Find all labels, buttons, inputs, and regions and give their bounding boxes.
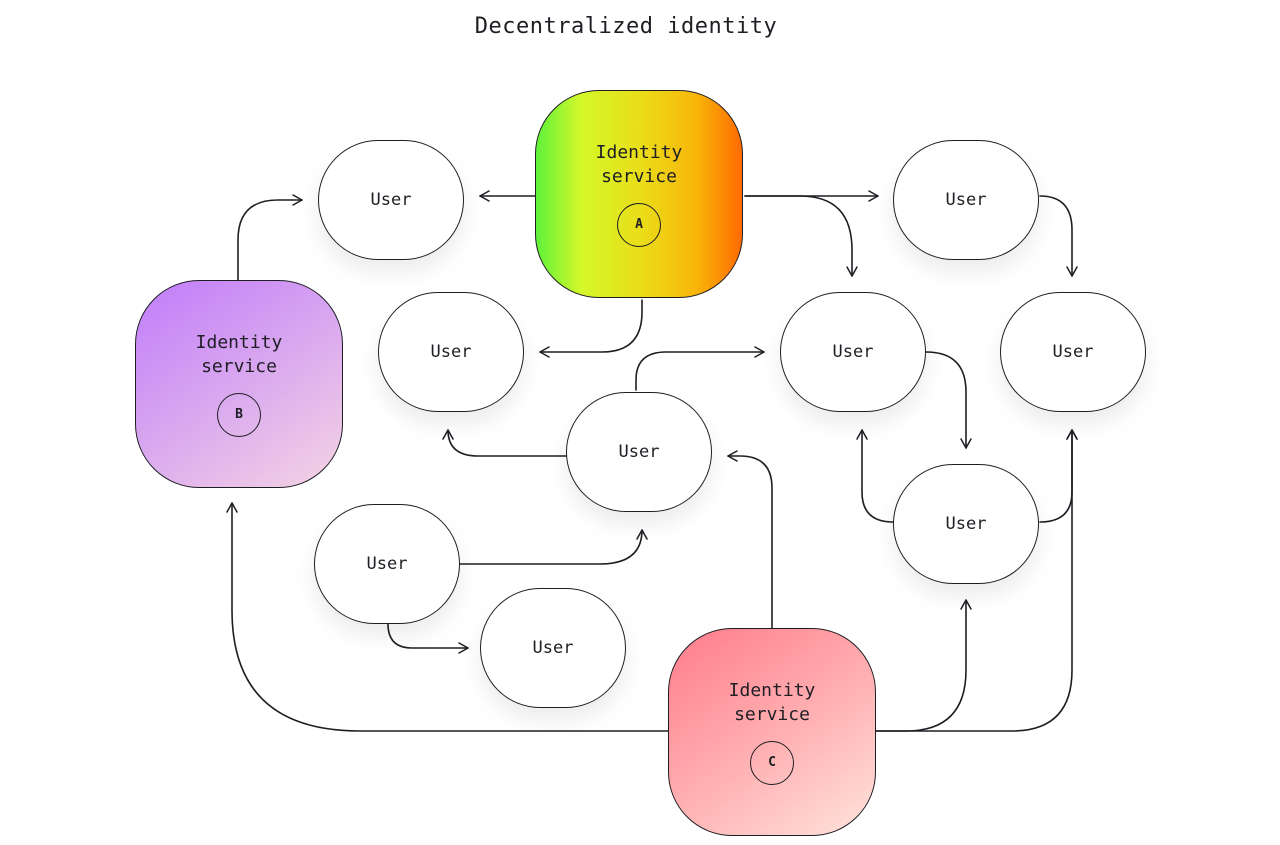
user-node: User [893, 140, 1039, 260]
diagram-title: Decentralized identity [474, 14, 778, 39]
user-node: User [780, 292, 926, 412]
user-node: User [893, 464, 1039, 584]
link-a-user5 [744, 195, 858, 277]
user-node: User [1000, 292, 1146, 412]
link-user8-user9 [387, 623, 469, 654]
link-a-user2 [539, 299, 643, 358]
link-user7-user6 [1039, 429, 1078, 523]
service-label: Identity service [595, 142, 683, 187]
link-user4-user5 [635, 346, 765, 391]
link-c-user4 [727, 450, 773, 629]
user-node: User [480, 588, 626, 708]
service-badge: B [217, 393, 261, 437]
link-user8-user4 [459, 529, 648, 565]
link-user7-user5 [856, 429, 894, 523]
identity-service-a: Identity service A [535, 90, 743, 298]
user-node: User [314, 504, 460, 624]
service-label: Identity service [728, 680, 816, 725]
identity-service-c: Identity service C [668, 628, 876, 836]
link-c-user7 [875, 599, 972, 732]
link-user3-user6 [1039, 195, 1078, 277]
identity-service-b: Identity service B [135, 280, 343, 488]
link-b-user1 [237, 194, 303, 281]
link-user5-user7 [925, 351, 972, 449]
service-badge: C [750, 741, 794, 785]
user-node: User [378, 292, 524, 412]
user-node: User [318, 140, 464, 260]
service-label: Identity service [195, 332, 283, 377]
service-badge: A [617, 203, 661, 247]
link-user4-user2 [442, 429, 567, 457]
link-c-b [226, 502, 669, 732]
user-node: User [566, 392, 712, 512]
link-c-user6 [875, 429, 1078, 732]
